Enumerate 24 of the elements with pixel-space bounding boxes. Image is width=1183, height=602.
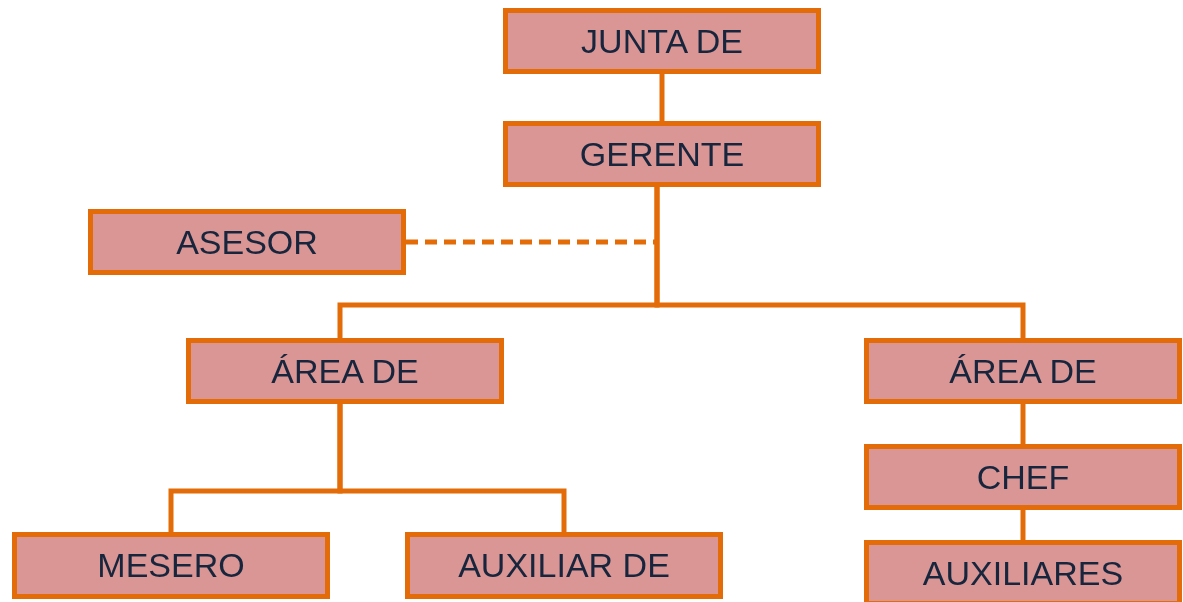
box-label: JUNTA DE (581, 21, 743, 61)
connector-line (1020, 404, 1026, 444)
org-box (864, 540, 1182, 602)
box-label: AUXILIAR DE (458, 546, 670, 585)
org-box (12, 532, 330, 599)
org-box (503, 8, 821, 74)
org-box (503, 121, 821, 187)
connector-line (337, 404, 567, 532)
org-box (864, 444, 1182, 510)
dashed-connector (406, 239, 657, 245)
box-label: ÁREA DE (949, 351, 1097, 391)
box-label: GERENTE (579, 134, 745, 174)
org-box (88, 209, 406, 275)
connector-line (654, 187, 1026, 338)
connector-line (1020, 510, 1026, 540)
box-label: MESERO (97, 546, 245, 585)
box-label: ÁREA DE (271, 351, 419, 391)
box-label: CHEF (976, 457, 1070, 497)
connector-line (659, 74, 665, 121)
org-box (405, 532, 723, 599)
box-label: AUXILIARES (922, 553, 1124, 593)
box-label: ASESOR (176, 222, 318, 262)
org-box (864, 338, 1182, 404)
org-box (186, 338, 504, 404)
